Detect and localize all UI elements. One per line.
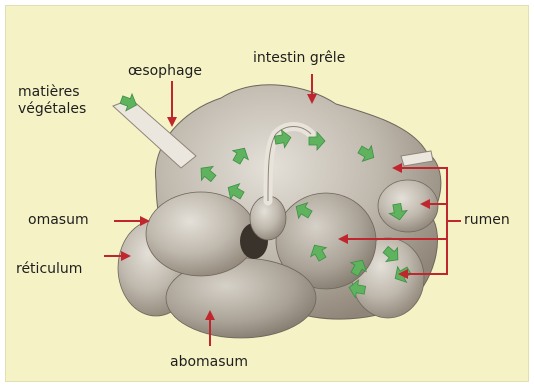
label-esophagus: œsophage (128, 63, 202, 80)
label-reticulum: réticulum (16, 261, 82, 278)
label-small-intestine: intestin grêle (253, 50, 345, 67)
diagram-frame: matières végétales œsophage intestin grê… (5, 5, 529, 382)
pointer-arrow-icon (167, 117, 177, 127)
label-plant-matter: matières végétales (18, 84, 86, 118)
label-rumen: rumen (464, 212, 510, 229)
label-omasum: omasum (28, 212, 89, 229)
omasum (146, 192, 256, 276)
label-abomasum: abomasum (170, 354, 248, 371)
label-plant-matter-line2: végétales (18, 101, 86, 118)
label-plant-matter-line1: matières (18, 84, 86, 101)
